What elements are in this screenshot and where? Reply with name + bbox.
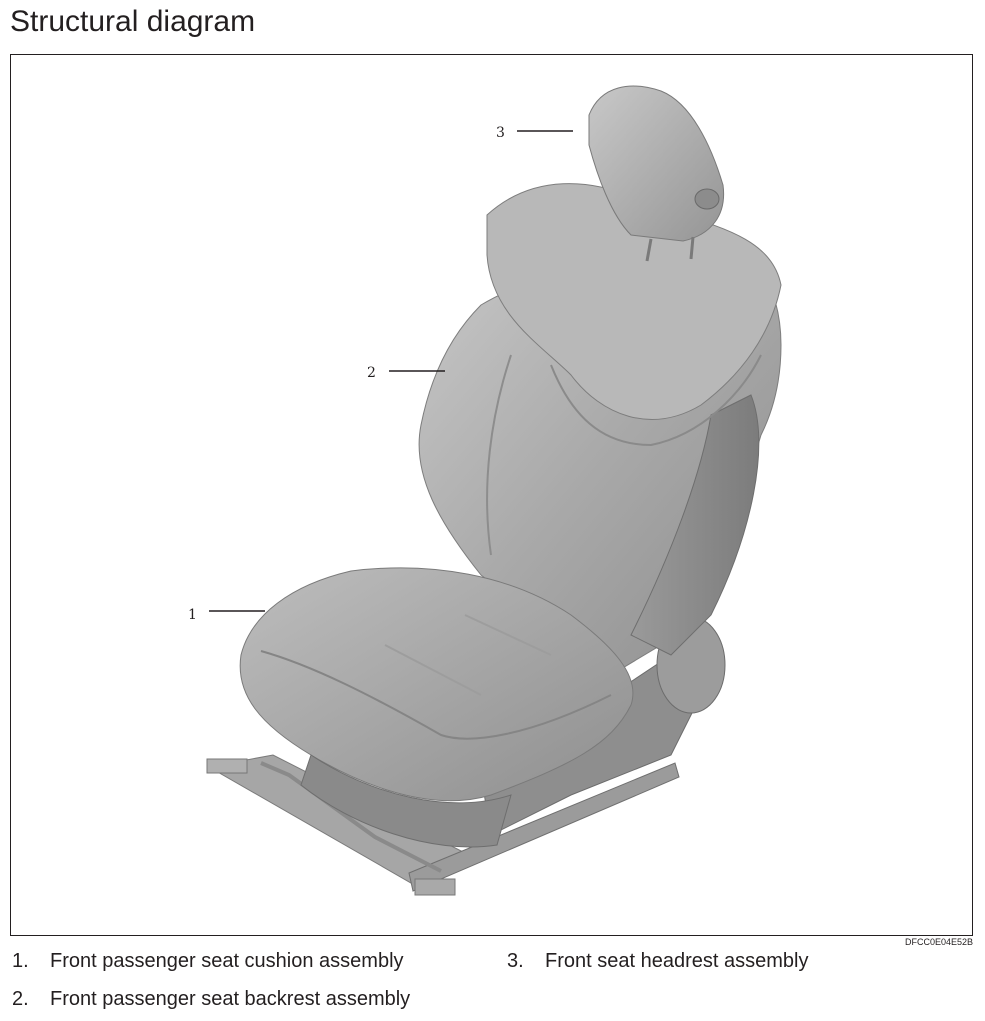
page-title: Structural diagram [10, 5, 256, 38]
legend-label: Front passenger seat backrest assembly [50, 988, 411, 1010]
callout-2: 2 [367, 365, 445, 381]
headrest [588, 85, 725, 262]
callout-number-3: 3 [496, 125, 505, 141]
callout-1: 1 [188, 607, 265, 623]
seat-backrest [418, 183, 782, 676]
seat-diagram-figure: 1 2 3 [10, 54, 973, 936]
callout-3: 3 [496, 125, 573, 141]
legend-number: 2. [12, 988, 29, 1010]
callout-number-1: 1 [188, 607, 197, 623]
figure-id: DFCC0E04E52B [904, 937, 973, 947]
legend-item-1: 1. Front passenger seat cushion assembly [12, 949, 404, 973]
legend-number: 3. [507, 950, 524, 972]
seat-cushion [239, 567, 634, 848]
legend-item-2: 2. Front passenger seat backrest assembly [12, 987, 410, 1011]
legend-label: Front seat headrest assembly [545, 950, 809, 972]
legend-label: Front passenger seat cushion assembly [50, 950, 404, 972]
callout-number-2: 2 [367, 365, 376, 381]
legend-number: 1. [12, 950, 29, 972]
legend-item-3: 3. Front seat headrest assembly [507, 949, 808, 973]
